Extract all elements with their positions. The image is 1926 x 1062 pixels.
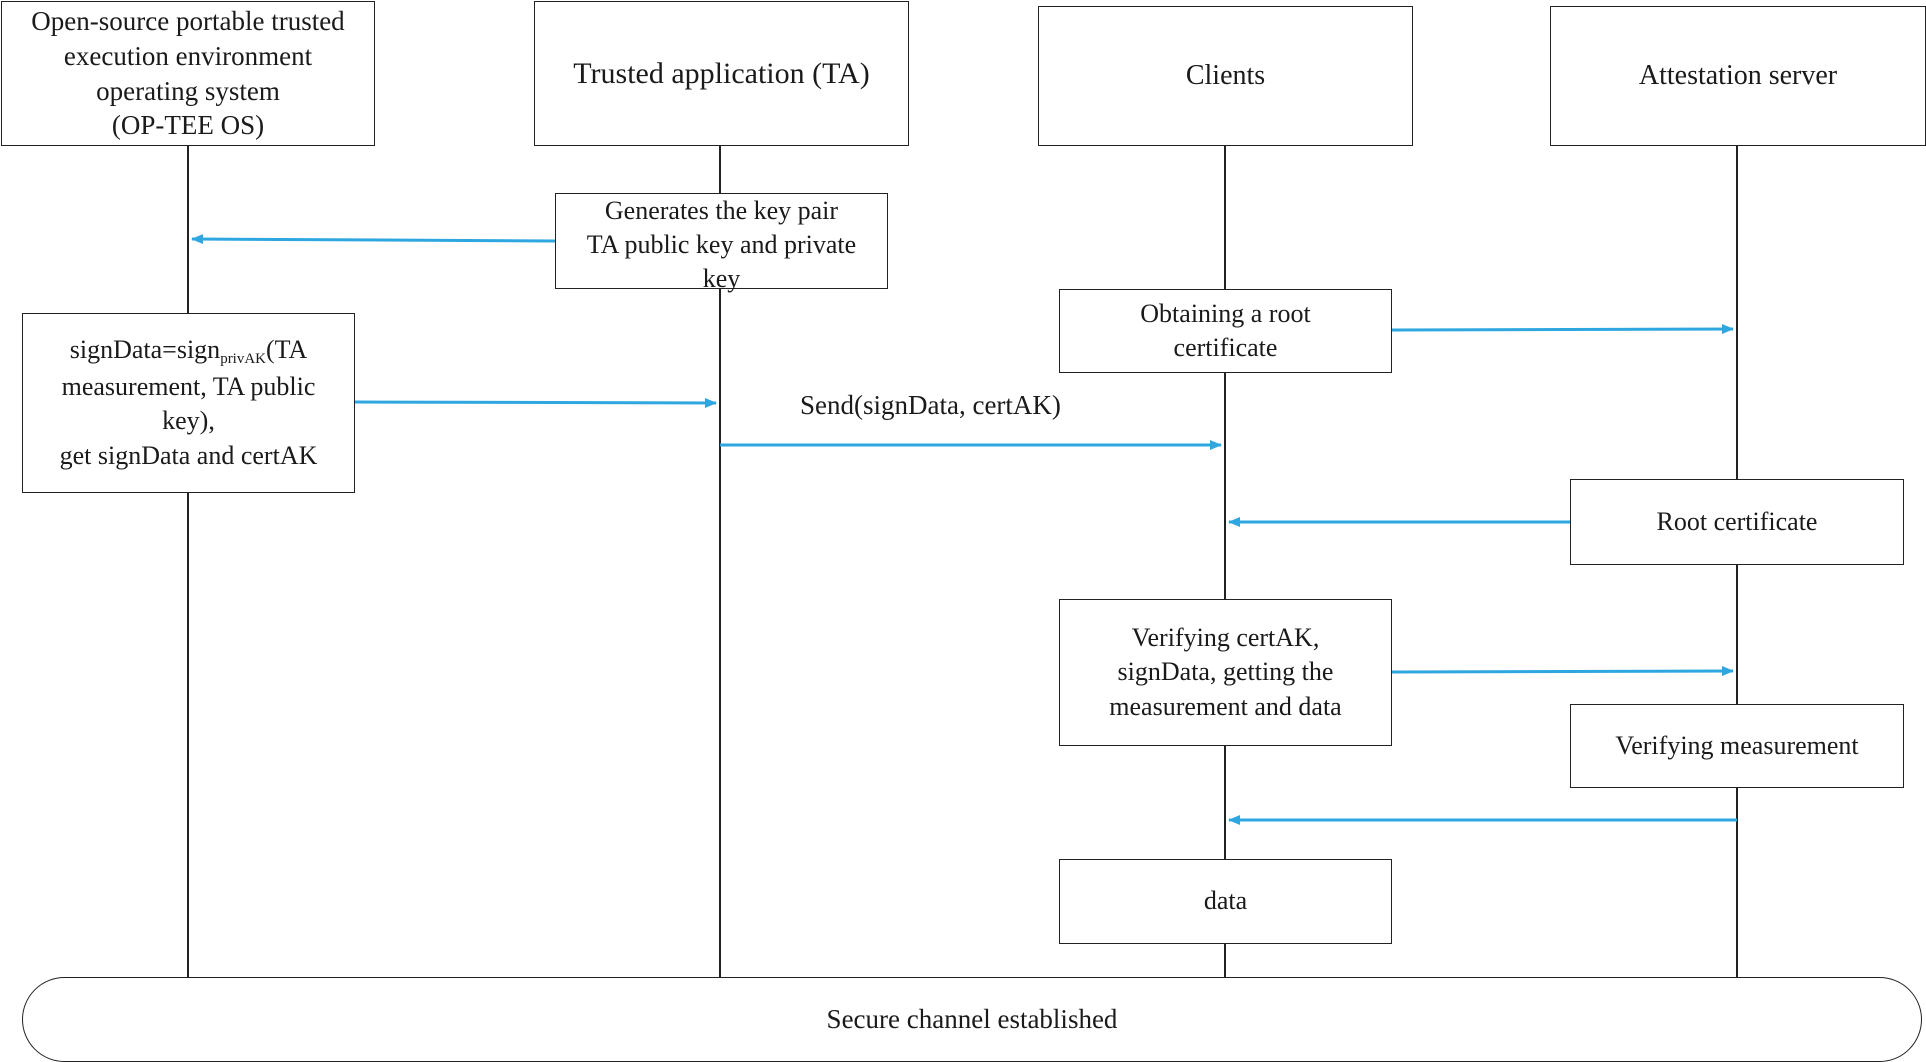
- optee-label-line-3: operating system: [96, 75, 280, 106]
- arrow-keygen-to-optee: [191, 234, 556, 245]
- sign-line-4: get signData and certAK: [59, 440, 318, 470]
- sign-subscript: privAK: [220, 351, 267, 368]
- secure-channel-label: Secure channel established: [826, 1004, 1118, 1034]
- ta-label: Trusted application (TA): [573, 56, 870, 90]
- verify-cert-line-3: measurement and data: [1109, 691, 1342, 721]
- server-label: Attestation server: [1638, 59, 1838, 91]
- root-cert-label: Root certificate: [1656, 506, 1818, 536]
- verify-cert-line-1: Verifying certAK,: [1131, 623, 1320, 653]
- note-verify-measurement: Verifying measurement: [1570, 704, 1904, 788]
- sign-line-1: signData=signprivAK(TA: [60, 333, 318, 370]
- obtain-root-line-2: certificate: [1173, 333, 1278, 362]
- participant-server: Attestation server: [1550, 6, 1926, 146]
- data-label: data: [1203, 886, 1248, 916]
- arrow-sign-to-ta: [354, 397, 717, 408]
- arrow-verify-to-server: [1391, 666, 1734, 677]
- keygen-line-1: Generates the key pair: [604, 196, 839, 225]
- optee-label-line-2: execution environment: [63, 40, 313, 71]
- participant-clients: Clients: [1038, 6, 1413, 146]
- note-obtain-root: Obtaining a root certificate: [1059, 289, 1392, 373]
- verify-measurement-label: Verifying measurement: [1615, 730, 1859, 760]
- optee-label-line-4: (OP-TEE OS): [111, 110, 265, 141]
- sign-prefix: signData=sign: [69, 335, 221, 365]
- sign-line-2: measurement, TA public: [61, 371, 316, 401]
- keygen-line-2: TA public key and private: [586, 229, 857, 259]
- note-sign: signData=signprivAK(TA measurement, TA p…: [22, 313, 355, 493]
- sign-line-3: key),: [162, 406, 215, 436]
- note-keygen: Generates the key pair TA public key and…: [555, 193, 888, 293]
- sign-suffix: (TA: [266, 335, 308, 365]
- note-root-certificate: Root certificate: [1570, 479, 1904, 565]
- secure-channel-banner: Secure channel established: [22, 977, 1922, 1062]
- message-send-label: Send(signData, certAK): [800, 390, 1061, 420]
- participant-ta: Trusted application (TA): [534, 1, 909, 146]
- obtain-root-line-1: Obtaining a root: [1140, 298, 1311, 328]
- note-data: data: [1059, 859, 1392, 944]
- keygen-line-3: key: [702, 263, 741, 293]
- verify-cert-line-2: signData, getting the: [1117, 657, 1334, 687]
- note-verify-cert: Verifying certAK, signData, getting the …: [1059, 599, 1392, 746]
- optee-label-line-1: Open-source portable trusted: [31, 6, 345, 37]
- clients-label: Clients: [1185, 59, 1266, 91]
- participant-optee: Open-source portable trusted execution e…: [1, 1, 375, 146]
- arrow-obtain-root-to-server: [1391, 324, 1734, 335]
